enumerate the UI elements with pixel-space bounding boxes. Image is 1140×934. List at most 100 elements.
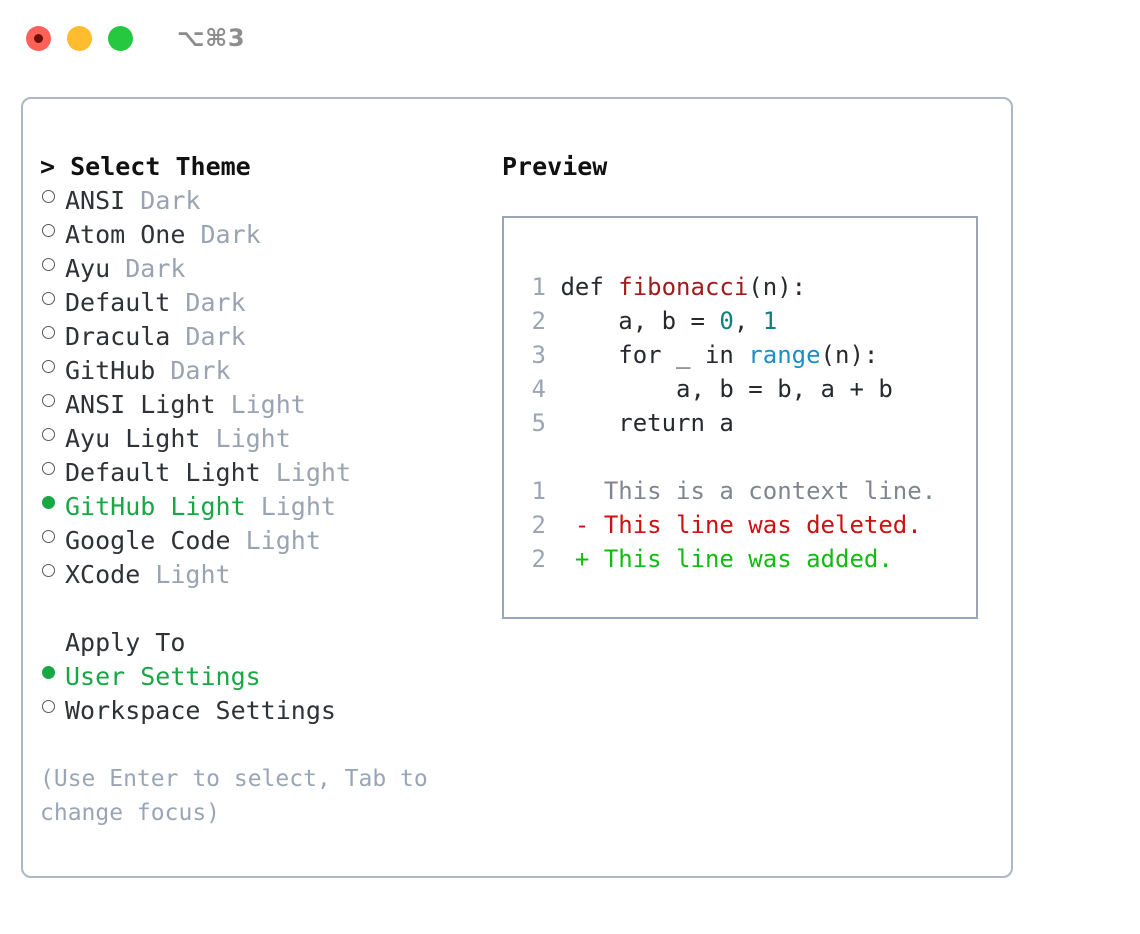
theme-name-label: ANSI xyxy=(65,186,126,215)
theme-list-item[interactable]: ANSI Light Light xyxy=(40,388,480,422)
code-token-plain: for _ in xyxy=(560,341,749,369)
label-separator xyxy=(261,456,276,490)
code-token-plain: a, b = xyxy=(560,307,720,335)
theme-name-label: Ayu xyxy=(65,254,111,283)
line-number: 2 xyxy=(531,511,546,539)
radio-dot xyxy=(42,428,55,441)
radio-dot xyxy=(42,700,55,713)
minimize-button[interactable] xyxy=(67,25,92,51)
radio-dot xyxy=(42,292,55,305)
line-number: 1 xyxy=(531,273,546,301)
code-line: 4 a, b = b, a + b xyxy=(520,372,936,406)
diff-line: 1 This is a context line. xyxy=(520,474,937,508)
theme-variant-tag: Light xyxy=(155,560,231,589)
spacer xyxy=(40,592,480,626)
diff-text: This line was deleted. xyxy=(603,511,922,539)
apply-to-heading: Apply To xyxy=(65,628,186,657)
apply-to-label: User Settings xyxy=(65,662,261,691)
spacer-2 xyxy=(40,728,480,762)
code-token-plain: a, b = b, a + b xyxy=(560,375,893,403)
theme-variant-tag: Light xyxy=(245,526,321,555)
label-separator xyxy=(140,558,155,592)
code-token-plain: (n): xyxy=(820,341,879,369)
keyboard-shortcut-label: ⌥⌘3 xyxy=(177,24,246,52)
line-number: 1 xyxy=(531,477,546,505)
radio-dot xyxy=(42,462,55,475)
window-controls xyxy=(26,25,133,51)
theme-name-label: GitHub Light xyxy=(65,492,246,521)
theme-list-item[interactable]: Default Dark xyxy=(40,286,480,320)
apply-to-heading-indent xyxy=(40,626,65,660)
diff-marker xyxy=(560,477,603,505)
diff-line: 2 - This line was deleted. xyxy=(520,508,936,542)
theme-list-item[interactable]: Dracula Dark xyxy=(40,320,480,354)
apply-to-item[interactable]: User Settings xyxy=(40,660,480,694)
gutter-space xyxy=(546,409,560,437)
code-token-plain: def xyxy=(560,273,619,301)
label-separator xyxy=(125,184,140,218)
close-button[interactable] xyxy=(26,25,51,51)
apply-to-item[interactable]: Workspace Settings xyxy=(40,694,480,728)
theme-list-item[interactable]: XCode Light xyxy=(40,558,480,592)
label-separator xyxy=(216,388,231,422)
theme-name-label: Ayu Light xyxy=(65,424,201,453)
theme-name-label: Google Code xyxy=(65,526,231,555)
radio-dot xyxy=(42,190,55,203)
gutter-space xyxy=(546,273,560,301)
diff-text: This line was added. xyxy=(603,545,893,573)
radio-dot xyxy=(42,224,55,237)
label-separator xyxy=(170,320,185,354)
theme-list-item[interactable]: ANSI Dark xyxy=(40,184,480,218)
radio-dot xyxy=(42,564,55,577)
theme-name-label: XCode xyxy=(65,560,141,589)
code-token-func: fibonacci xyxy=(618,273,749,301)
gutter-space xyxy=(546,545,560,573)
theme-name-label: Dracula xyxy=(65,322,171,351)
theme-variant-tag: Dark xyxy=(200,220,261,249)
gutter-space xyxy=(546,375,560,403)
theme-variant-tag: Light xyxy=(275,458,351,487)
label-separator xyxy=(170,286,185,320)
diff-line: 2 + This line was added. xyxy=(520,542,936,576)
code-token-plain: (n): xyxy=(748,273,807,301)
theme-name-label: Default xyxy=(65,288,171,317)
radio-dot xyxy=(42,258,55,271)
theme-list-item[interactable]: Default Light Light xyxy=(40,456,480,490)
theme-list-item[interactable]: GitHub Light Light xyxy=(40,490,480,524)
diff-text: This is a context line. xyxy=(603,477,937,505)
preview-column: Preview 1 def fibonacci(n):2 a, b = 0, 1… xyxy=(502,150,992,619)
maximize-button[interactable] xyxy=(108,25,133,51)
gutter-space xyxy=(546,307,560,335)
line-number: 3 xyxy=(531,341,546,369)
theme-list-item[interactable]: Atom One Dark xyxy=(40,218,480,252)
theme-list-item[interactable]: Ayu Dark xyxy=(40,252,480,286)
radio-dot xyxy=(42,360,55,373)
title-bar: ⌥⌘3 xyxy=(0,0,1140,76)
keyboard-hint-text: (Use Enter to select, Tab to change focu… xyxy=(40,766,428,826)
diff-marker: + xyxy=(560,545,604,573)
theme-variant-tag: Dark xyxy=(185,322,246,351)
code-token-call: range xyxy=(748,341,821,369)
theme-name-label: ANSI Light xyxy=(65,390,216,419)
gutter-space xyxy=(546,511,560,539)
code-token-plain: return a xyxy=(560,409,734,437)
theme-variant-tag: Dark xyxy=(140,186,201,215)
code-token-plain: , xyxy=(733,307,763,335)
theme-list-item[interactable]: Google Code Light xyxy=(40,524,480,558)
theme-variant-tag: Light xyxy=(260,492,336,521)
apply-to-heading-row: Apply To xyxy=(40,626,480,660)
label-separator xyxy=(110,252,125,286)
code-line: 5 return a xyxy=(520,406,936,440)
gutter-space xyxy=(546,341,560,369)
line-number: 2 xyxy=(531,307,546,335)
theme-name-label: Default Light xyxy=(65,458,261,487)
radio-dot xyxy=(42,394,55,407)
preview-heading: Preview xyxy=(502,152,608,181)
theme-list-item[interactable]: Ayu Light Light xyxy=(40,422,480,456)
theme-list-item[interactable]: GitHub Dark xyxy=(40,354,480,388)
